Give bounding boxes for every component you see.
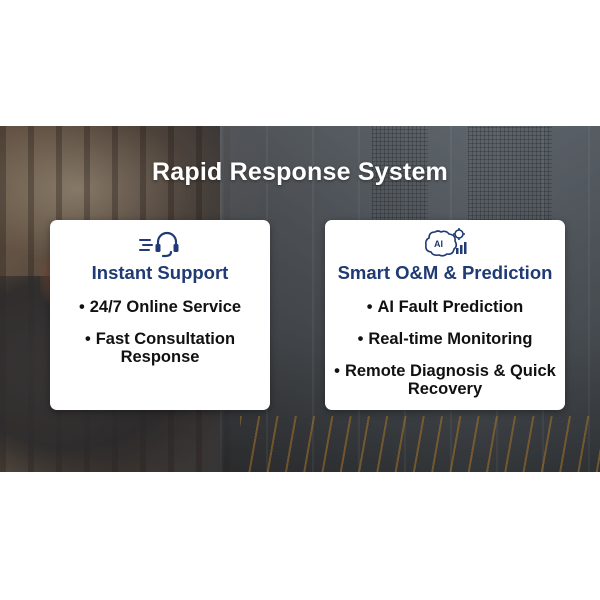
list-item-text: Fast Consultation Response xyxy=(95,330,236,366)
cabinet-grille xyxy=(372,126,428,226)
list-item-text: AI Fault Prediction xyxy=(377,298,524,316)
list-item: •AI Fault Prediction xyxy=(325,298,565,316)
list-item-text: Remote Diagnosis & Quick Recovery xyxy=(344,362,556,398)
bullet: • xyxy=(334,362,340,380)
bullet: • xyxy=(78,298,85,316)
feature-list: •AI Fault Prediction •Real-time Monitori… xyxy=(325,298,565,412)
list-item: •Fast Consultation Response xyxy=(50,330,270,366)
feature-list: •24/7 Online Service •Fast Consultation … xyxy=(50,298,270,380)
bullet: • xyxy=(357,330,364,348)
card-heading: Smart O&M & Prediction xyxy=(337,262,553,283)
list-item-text: Real-time Monitoring xyxy=(368,330,533,348)
list-item: •24/7 Online Service xyxy=(50,298,270,316)
page-title: Rapid Response System xyxy=(152,158,448,186)
ai-brain-icon: AI xyxy=(425,228,467,257)
smart-om-card: AI Smart O&M & Prediction •AI Fault Pred… xyxy=(325,220,565,410)
list-item: •Remote Diagnosis & Quick Recovery xyxy=(325,362,565,398)
card-heading: Instant Support xyxy=(91,262,229,283)
list-item: •Real-time Monitoring xyxy=(325,330,565,348)
cables xyxy=(240,416,600,472)
instant-support-card: Instant Support •24/7 Online Service •Fa… xyxy=(50,220,270,410)
ai-icon-label: AI xyxy=(434,239,443,249)
bullet: • xyxy=(366,298,373,316)
bullet: • xyxy=(84,330,91,348)
headset-icon xyxy=(139,231,179,258)
list-item-text: 24/7 Online Service xyxy=(89,298,242,316)
